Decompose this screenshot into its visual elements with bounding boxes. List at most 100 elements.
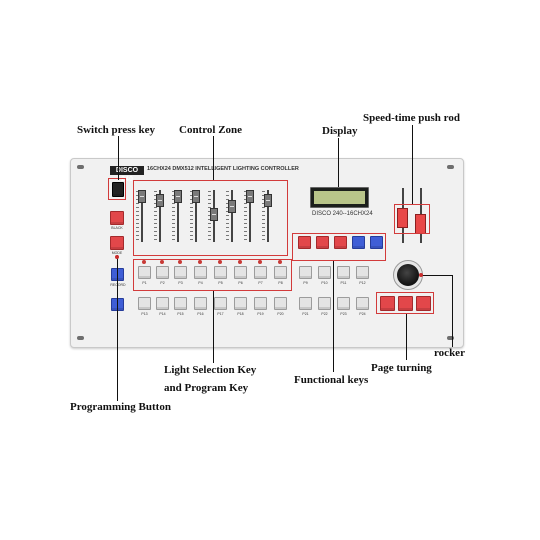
power-switch[interactable] <box>112 182 124 197</box>
key-led <box>238 260 242 264</box>
speed-fader[interactable] <box>397 208 408 228</box>
rack-hole <box>447 165 454 169</box>
function-key-p23[interactable] <box>337 297 350 310</box>
key-label: P15 <box>177 312 184 316</box>
key-label: P22 <box>321 312 328 316</box>
key-led <box>258 260 262 264</box>
function-key-p21[interactable] <box>299 297 312 310</box>
light-key-p5[interactable] <box>214 266 227 279</box>
program-key-p15[interactable] <box>174 297 187 310</box>
function-key-p9[interactable] <box>299 266 312 279</box>
page-button-1[interactable] <box>380 296 395 311</box>
channel-fader[interactable] <box>156 194 164 207</box>
callout-line <box>452 275 453 347</box>
program-key-p17[interactable] <box>214 297 227 310</box>
fader-track <box>246 190 254 242</box>
light-key-p2[interactable] <box>156 266 169 279</box>
key-label: P16 <box>197 312 204 316</box>
fader-track <box>264 190 272 242</box>
function-button-3[interactable] <box>334 236 347 249</box>
page-button-3[interactable] <box>416 296 431 311</box>
control-zone-highlight <box>133 180 288 256</box>
callout-line <box>421 275 453 276</box>
lcd-label: DISCO 240--16CHX24 <box>312 211 373 217</box>
speed-highlight <box>394 204 430 234</box>
callout-line <box>338 138 339 187</box>
key-led <box>278 260 282 264</box>
joystick-knob[interactable] <box>397 264 419 286</box>
channel-fader[interactable] <box>228 200 236 213</box>
program-key-p18[interactable] <box>234 297 247 310</box>
key-label: P7 <box>258 281 263 285</box>
key-label: P3 <box>178 281 183 285</box>
rocker-dot <box>419 273 423 277</box>
function-key-p11[interactable] <box>337 266 350 279</box>
channel-fader[interactable] <box>138 190 146 203</box>
function-button-4[interactable] <box>352 236 365 249</box>
key-label: P8 <box>278 281 283 285</box>
program-key-p16[interactable] <box>194 297 207 310</box>
light-selection-highlight <box>133 259 292 291</box>
blackout-label: BLACK <box>111 226 123 230</box>
switch-highlight <box>108 178 126 200</box>
callout-line <box>213 291 214 363</box>
channel-fader[interactable] <box>192 190 200 203</box>
channel-fader[interactable] <box>264 194 272 207</box>
callout-line <box>412 125 413 204</box>
callout-control-zone: Control Zone <box>179 124 243 136</box>
key-label: P1 <box>142 281 147 285</box>
key-label: P14 <box>159 312 166 316</box>
fader-track <box>174 190 182 242</box>
light-key-p7[interactable] <box>254 266 267 279</box>
callout-programming-button: Programming Button <box>70 401 171 413</box>
fader-scale <box>136 191 139 241</box>
brand-logo: DISCO 240 <box>110 166 144 183</box>
key-led <box>218 260 222 264</box>
function-key-p22[interactable] <box>318 297 331 310</box>
fader-track <box>192 190 200 242</box>
function-button-5[interactable] <box>370 236 383 249</box>
callout-display: Display <box>322 125 358 137</box>
page-highlight <box>376 292 434 314</box>
light-key-p8[interactable] <box>274 266 287 279</box>
fader-scale <box>172 191 175 241</box>
function-button-2[interactable] <box>316 236 329 249</box>
callout-functional-keys: Functional keys <box>294 374 369 386</box>
function-button-1[interactable] <box>298 236 311 249</box>
key-label: P6 <box>238 281 243 285</box>
fader-track <box>156 190 164 242</box>
channel-fader[interactable] <box>174 190 182 203</box>
program-key-p19[interactable] <box>254 297 267 310</box>
key-led <box>142 260 146 264</box>
program-key-p20[interactable] <box>274 297 287 310</box>
lighting-controller <box>70 158 464 348</box>
device-subtitle: 16CHX24 DMX512 INTELLIGENT LIGHTING CONT… <box>147 166 299 172</box>
channel-fader[interactable] <box>210 208 218 221</box>
light-key-p3[interactable] <box>174 266 187 279</box>
function-key-p12[interactable] <box>356 266 369 279</box>
program-key-p13[interactable] <box>138 297 151 310</box>
program-key-p14[interactable] <box>156 297 169 310</box>
fader-track <box>228 190 236 242</box>
fader-scale <box>226 191 229 241</box>
callout-line <box>406 314 407 360</box>
page-button-2[interactable] <box>398 296 413 311</box>
light-key-p6[interactable] <box>234 266 247 279</box>
callout-light-selection: Light Selection Key <box>164 364 257 376</box>
key-label: P10 <box>321 281 328 285</box>
fader-track <box>210 190 218 242</box>
function-key-p10[interactable] <box>318 266 331 279</box>
fader-track <box>138 190 146 242</box>
rack-hole <box>77 336 84 340</box>
callout-line <box>333 261 334 372</box>
light-key-p4[interactable] <box>194 266 207 279</box>
channel-fader[interactable] <box>246 190 254 203</box>
mode-button[interactable] <box>110 236 124 250</box>
blackout-button[interactable] <box>110 211 124 225</box>
fader-scale <box>262 191 265 241</box>
light-key-p1[interactable] <box>138 266 151 279</box>
function-key-p24[interactable] <box>356 297 369 310</box>
key-label: P17 <box>217 312 224 316</box>
callout-speed-time: Speed-time push rod <box>363 112 460 124</box>
key-label: P2 <box>160 281 165 285</box>
